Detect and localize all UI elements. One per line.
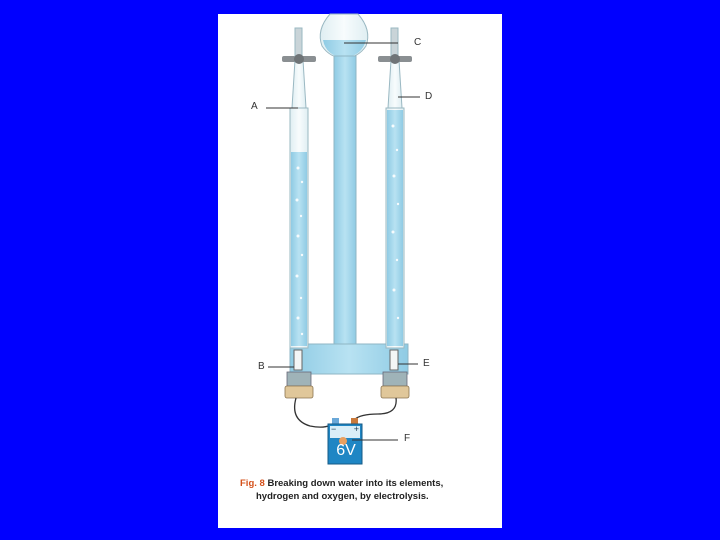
label-c: C: [414, 37, 422, 48]
electrode-b: [293, 349, 303, 371]
figure-number: Fig. 8: [240, 478, 265, 489]
battery-voltage: 6V: [336, 442, 356, 459]
wire-left: [293, 397, 337, 428]
caption-line-2: hydrogen and oxygen, by electrolysis.: [256, 491, 429, 502]
left-stopper: [284, 371, 314, 399]
central-tube: [333, 55, 357, 347]
battery: [327, 418, 363, 465]
label-d: D: [425, 91, 433, 102]
caption-line-1: Breaking down water into its elements,: [267, 478, 444, 489]
connecting-tube: [289, 343, 409, 375]
right-tube: [385, 59, 405, 349]
figure-caption: Fig. 8 Breaking down water into its elem…: [240, 477, 490, 503]
right-stopcock[interactable]: [378, 27, 412, 64]
right-stopper: [380, 371, 410, 399]
label-b: B: [258, 361, 266, 372]
electrode-e: [389, 349, 399, 371]
label-a: A: [251, 101, 259, 112]
left-stopcock[interactable]: [282, 27, 316, 64]
battery-plus: +: [353, 424, 359, 434]
left-tube: [289, 59, 309, 349]
label-f: F: [404, 433, 411, 444]
leader-lines: [266, 42, 420, 441]
wire-right: [353, 397, 397, 421]
battery-minus: −: [331, 424, 337, 434]
label-e: E: [423, 358, 431, 369]
gas-bubbles: [295, 124, 400, 336]
battery-terminals: − +: [331, 424, 359, 434]
reservoir-bulb: [319, 13, 369, 59]
